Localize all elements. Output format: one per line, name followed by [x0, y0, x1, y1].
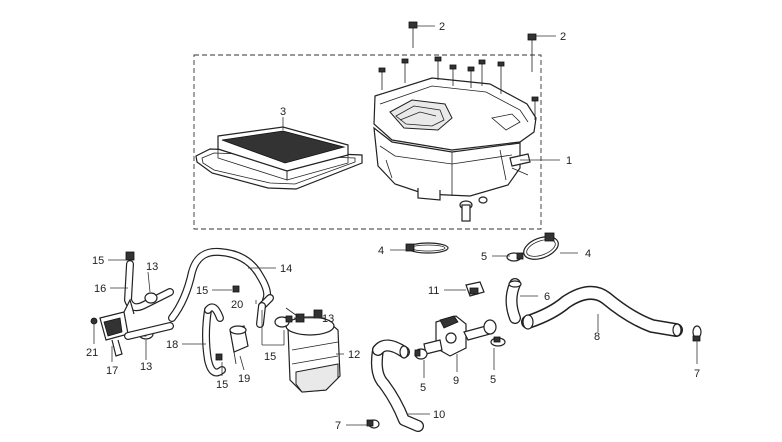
hose-16 — [124, 251, 174, 312]
part-label: 1 — [566, 155, 572, 167]
part-label: 15 — [264, 351, 276, 363]
assembly-boundary — [193, 54, 542, 230]
part-label: 3 — [280, 106, 286, 118]
part-label: 11 — [428, 285, 439, 297]
bolt-icon — [378, 21, 539, 120]
part-label: 12 — [348, 349, 360, 361]
hose-14 — [168, 247, 272, 322]
part-label: 21 — [86, 347, 98, 359]
part-label: 16 — [94, 283, 106, 295]
charcoal-canister-icon — [285, 307, 341, 393]
part-label: 17 — [106, 365, 118, 377]
air-filter-housing-icon — [373, 77, 537, 222]
part-label: 6 — [544, 291, 550, 303]
part-label: 13 — [146, 261, 158, 273]
part-label: 14 — [280, 263, 292, 275]
part-label: 5 — [420, 382, 426, 394]
part-label: 18 — [166, 339, 178, 351]
part-label: 5 — [481, 251, 487, 263]
check-valve-icon — [229, 325, 249, 365]
part-label: 15 — [216, 379, 228, 391]
part-label: 15 — [196, 285, 208, 297]
tee-connector-icon — [215, 285, 293, 361]
hose-6 — [505, 278, 522, 324]
hose-10 — [366, 339, 424, 432]
small-clamp-icon — [124, 322, 174, 340]
part-label: 2 — [560, 31, 566, 43]
hose-8 — [521, 285, 702, 342]
part-label: 5 — [490, 374, 496, 386]
part-label: 13 — [140, 361, 152, 373]
part-label: 2 — [439, 21, 445, 33]
part-label: 13 — [322, 313, 334, 325]
part-label: 4 — [585, 248, 591, 260]
hose-clamp-icon — [405, 232, 559, 260]
part-label: 15 — [92, 255, 104, 267]
part-label: 8 — [594, 331, 600, 343]
hose-18 — [202, 303, 226, 377]
part-label: 4 — [378, 245, 384, 257]
part-label: 7 — [694, 368, 700, 380]
part-label: 20 — [231, 299, 243, 311]
part-label: 19 — [238, 373, 250, 385]
connector-icon — [465, 281, 485, 297]
leader-lines — [93, 25, 698, 426]
part-label: 7 — [335, 420, 341, 432]
small-clamp-icon — [506, 252, 524, 262]
air-filter-element-icon — [195, 126, 363, 190]
purge-valve-icon — [414, 315, 506, 360]
part-label: 9 — [453, 375, 459, 387]
part-label: 10 — [433, 409, 445, 421]
